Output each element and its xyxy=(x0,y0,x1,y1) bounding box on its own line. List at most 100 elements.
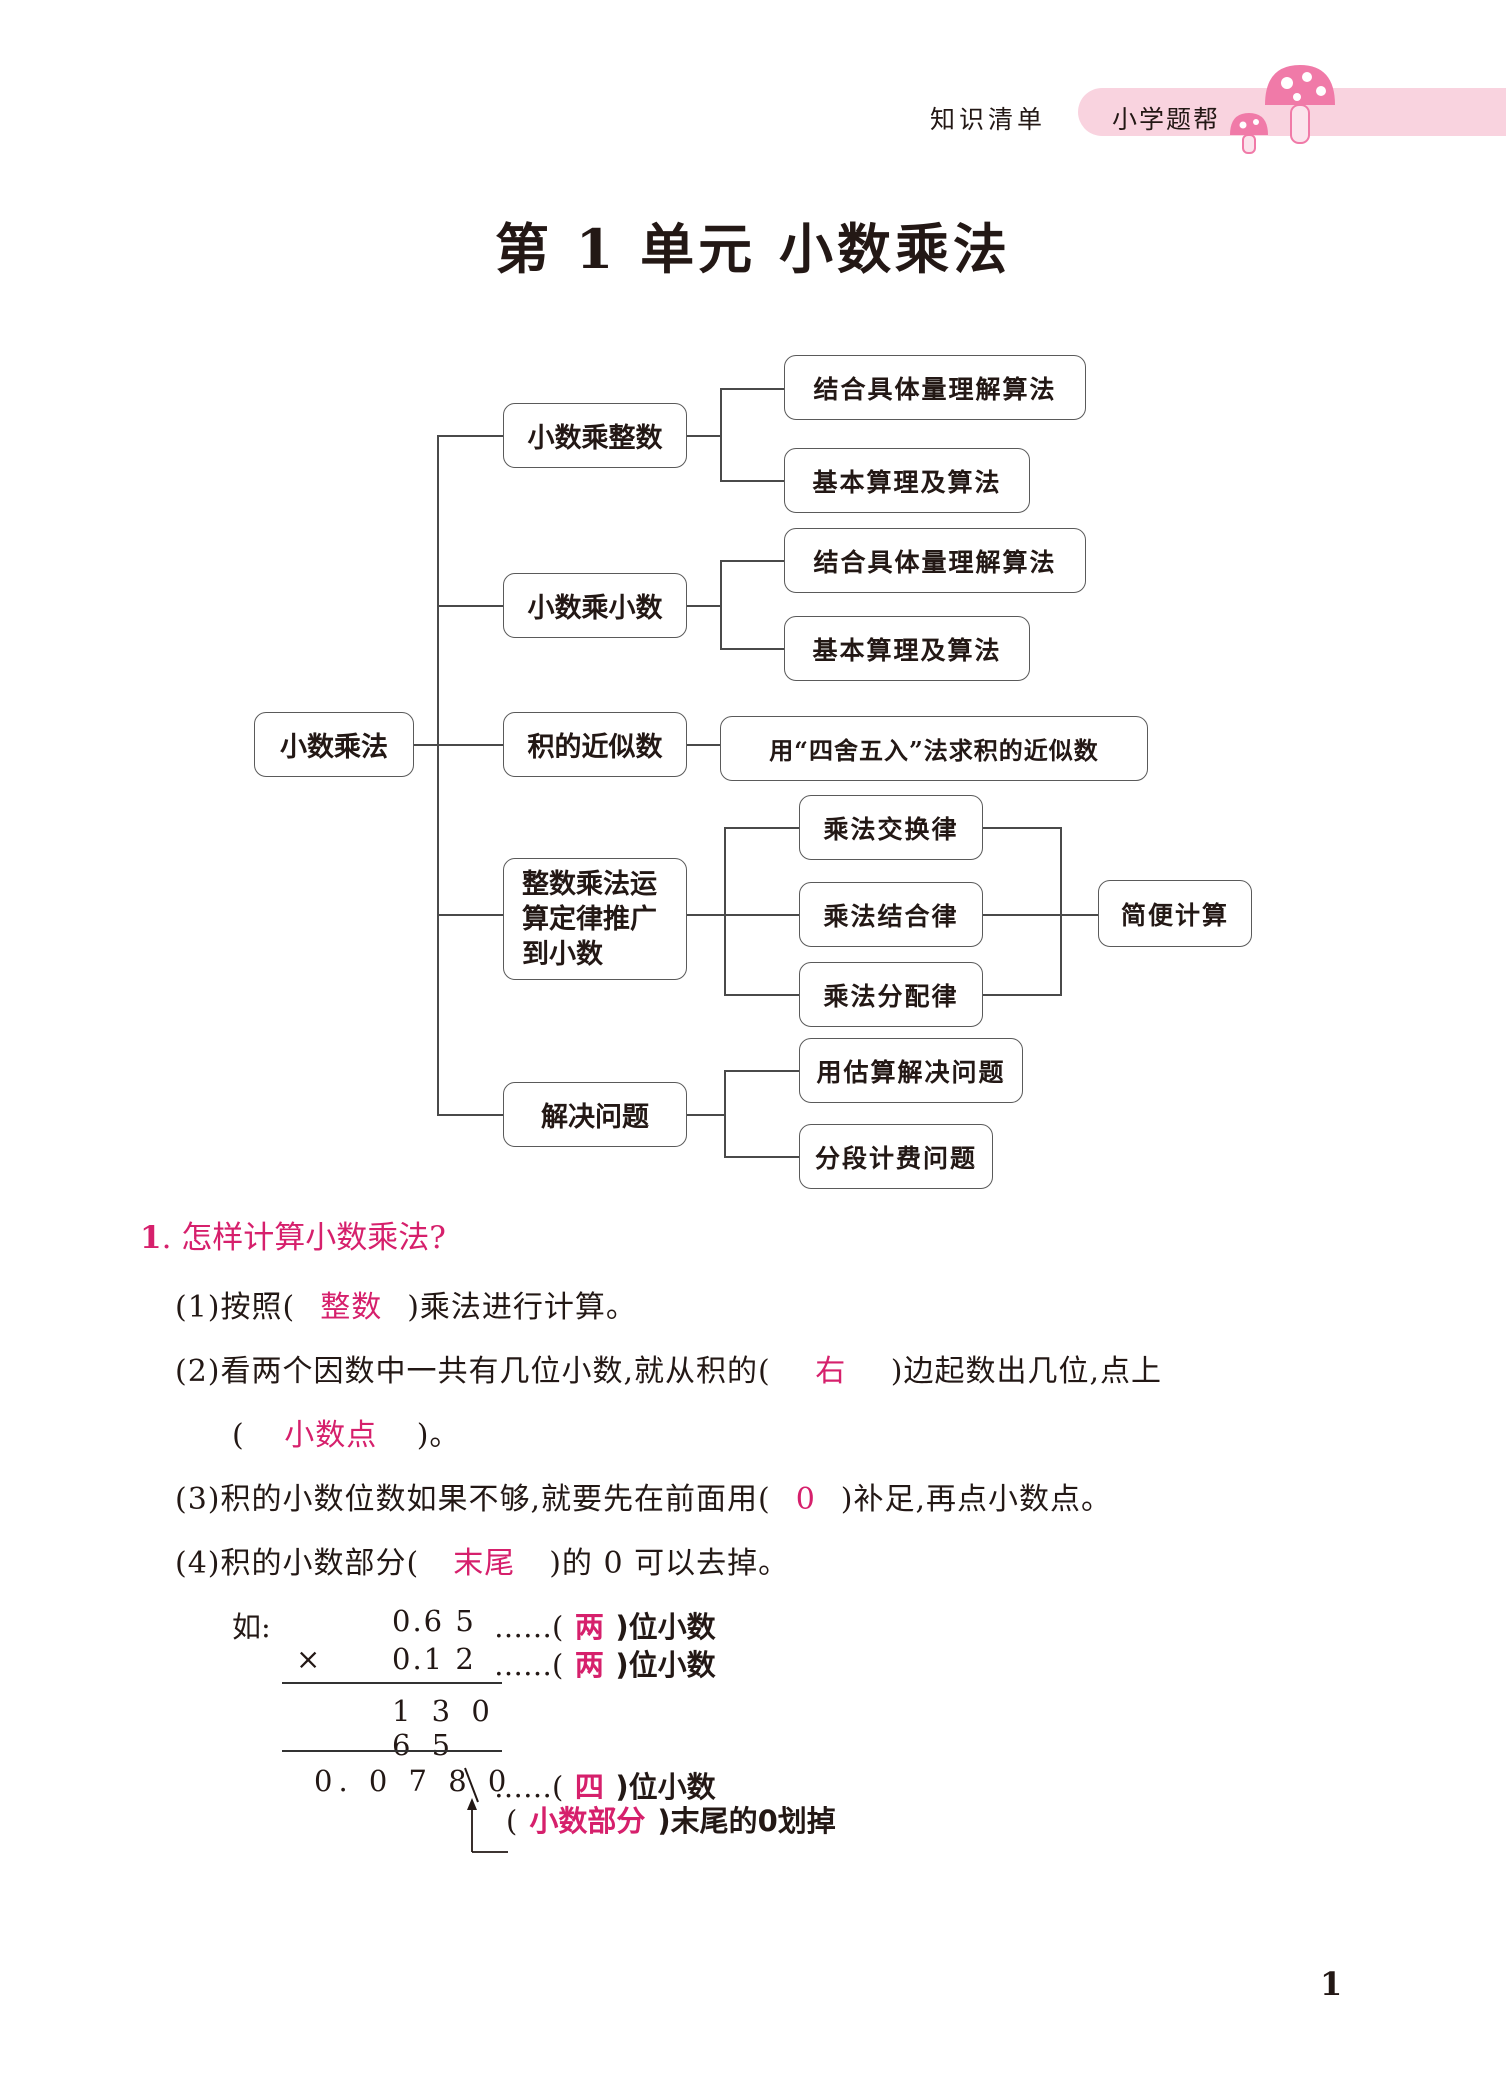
connector xyxy=(437,914,503,916)
item-text: )。 xyxy=(416,1418,461,1453)
connector xyxy=(720,388,722,482)
connector xyxy=(724,994,799,996)
answer-blank: 0 xyxy=(795,1482,816,1517)
item-text: ( xyxy=(232,1418,245,1453)
mindmap-branch-decimal-times-integer: 小数乘整数 xyxy=(503,403,687,468)
connector xyxy=(687,744,720,746)
note-text: )位小数 xyxy=(615,1770,716,1804)
page-title: 第 1 单元 小数乘法 xyxy=(495,217,1011,281)
question-number: 1 xyxy=(140,1220,162,1256)
connector xyxy=(720,480,784,482)
connector xyxy=(720,388,784,390)
answer-blank: 四 xyxy=(574,1770,604,1804)
connector xyxy=(724,914,799,916)
mindmap-leaf: 用“四舍五入”法求积的近似数 xyxy=(720,716,1148,781)
mindmap-branch-laws-line: 整数乘法运 xyxy=(522,868,657,900)
note-text: )位小数 xyxy=(615,1648,716,1682)
mindmap-branch-laws-line: 算定律推广 xyxy=(522,903,657,935)
item-text: (1)按照( xyxy=(175,1290,296,1325)
strike-mark xyxy=(464,1767,479,1803)
connector xyxy=(983,827,1061,829)
arrow-note: ( 小数部分 )末尾的0划掉 xyxy=(506,1798,836,1840)
note-text: )位小数 xyxy=(615,1610,716,1644)
answer-blank: 两 xyxy=(574,1610,604,1644)
mindmap-branch-decimal-times-decimal: 小数乘小数 xyxy=(503,573,687,638)
connector xyxy=(1060,827,1062,996)
item-text: )补足,再点小数点。 xyxy=(840,1482,1112,1517)
calc-row-factor1: 0.6 5 xyxy=(392,1604,476,1638)
example-label: 如: xyxy=(232,1610,271,1644)
mindmap-leaf: 基本算理及算法 xyxy=(784,616,1030,681)
mindmap-leaf: 乘法结合律 xyxy=(799,882,983,947)
connector xyxy=(1060,914,1098,916)
connector xyxy=(437,605,503,607)
note-text: ……( xyxy=(494,1610,564,1644)
question-text: . 怎样计算小数乘法? xyxy=(161,1220,446,1256)
connector xyxy=(687,914,724,916)
connector xyxy=(724,1070,726,1158)
answer-blank: 整数 xyxy=(320,1290,383,1325)
mindmap-branch-problem-solving: 解决问题 xyxy=(503,1082,687,1147)
calc-row-factor2: 0.1 2 xyxy=(392,1642,476,1676)
connector xyxy=(687,1114,724,1116)
note-text: ……( xyxy=(494,1770,564,1804)
connector xyxy=(437,744,503,746)
calc-partial-1: 1 3 0 xyxy=(392,1694,496,1728)
mindmap-leaf: 乘法分配律 xyxy=(799,962,983,1027)
item-2-continued: ( 小数点 )。 xyxy=(232,1410,460,1454)
mindmap-result-simplify: 简便计算 xyxy=(1098,880,1252,947)
connector xyxy=(724,827,799,829)
calc-product: 0. 0 7 8 0 xyxy=(314,1764,513,1798)
answer-blank: 小数部分 xyxy=(529,1804,646,1838)
item-2: (2)看两个因数中一共有几位小数,就从积的( 右 )边起数出几位,点上 xyxy=(175,1346,1162,1390)
mushroom-icon xyxy=(1230,65,1335,154)
page-number: 1 xyxy=(1320,1965,1343,2003)
connector xyxy=(687,435,720,437)
connector xyxy=(687,605,720,607)
connector xyxy=(437,1114,503,1116)
connector xyxy=(413,744,437,746)
times-sign: × xyxy=(296,1642,321,1676)
mindmap-leaf: 分段计费问题 xyxy=(799,1124,993,1189)
connector xyxy=(720,560,784,562)
mindmap-leaf: 乘法交换律 xyxy=(799,795,983,860)
answer-blank: 末尾 xyxy=(453,1546,516,1581)
mindmap-leaf: 基本算理及算法 xyxy=(784,448,1030,513)
mindmap-leaf: 结合具体量理解算法 xyxy=(784,355,1086,420)
mindmap-root: 小数乘法 xyxy=(254,712,414,777)
calc-divider xyxy=(282,1682,502,1684)
calc-note-row5: ……( 四 )位小数 xyxy=(494,1764,716,1806)
connector xyxy=(983,914,1061,916)
header-section-label: 知识清单 xyxy=(930,105,1047,134)
mindmap-branch-approx-product: 积的近似数 xyxy=(503,712,687,777)
note-text: ……( xyxy=(494,1648,564,1682)
connector xyxy=(720,648,784,650)
arrow-up-icon xyxy=(467,1798,508,1853)
answer-blank: 小数点 xyxy=(284,1418,378,1453)
question-heading: 1. 怎样计算小数乘法? xyxy=(140,1212,446,1257)
calc-note-row2: ……( 两 )位小数 xyxy=(494,1642,716,1684)
calc-note-row1: ……( 两 )位小数 xyxy=(494,1604,716,1646)
mindmap-leaf: 结合具体量理解算法 xyxy=(784,528,1086,593)
note-text: )末尾的0划掉 xyxy=(657,1804,836,1838)
calc-partial-2: 6 5 xyxy=(392,1728,457,1762)
answer-blank: 两 xyxy=(574,1648,604,1682)
item-text: (4)积的小数部分( xyxy=(175,1546,420,1581)
connector xyxy=(724,1070,799,1072)
note-text: ( xyxy=(506,1804,518,1838)
mindmap-branch-laws: 整数乘法运 算定律推广 到小数 xyxy=(503,858,687,980)
item-text: )边起数出几位,点上 xyxy=(890,1354,1162,1389)
connector xyxy=(720,560,722,649)
mindmap-leaf: 用估算解决问题 xyxy=(799,1038,1023,1103)
answer-blank: 右 xyxy=(815,1354,847,1389)
connector xyxy=(983,994,1061,996)
mindmap-branch-laws-line: 到小数 xyxy=(522,938,603,970)
calc-divider xyxy=(282,1750,502,1752)
header-brand-label: 小学题帮 xyxy=(1112,105,1221,134)
item-3: (3)积的小数位数如果不够,就要先在前面用( 0 )补足,再点小数点。 xyxy=(175,1474,1112,1518)
connector xyxy=(437,435,503,437)
item-text: (2)看两个因数中一共有几位小数,就从积的( xyxy=(175,1354,771,1389)
item-text: (3)积的小数位数如果不够,就要先在前面用( xyxy=(175,1482,771,1517)
item-1: (1)按照( 整数 )乘法进行计算。 xyxy=(175,1282,637,1326)
item-text: )乘法进行计算。 xyxy=(407,1290,637,1325)
